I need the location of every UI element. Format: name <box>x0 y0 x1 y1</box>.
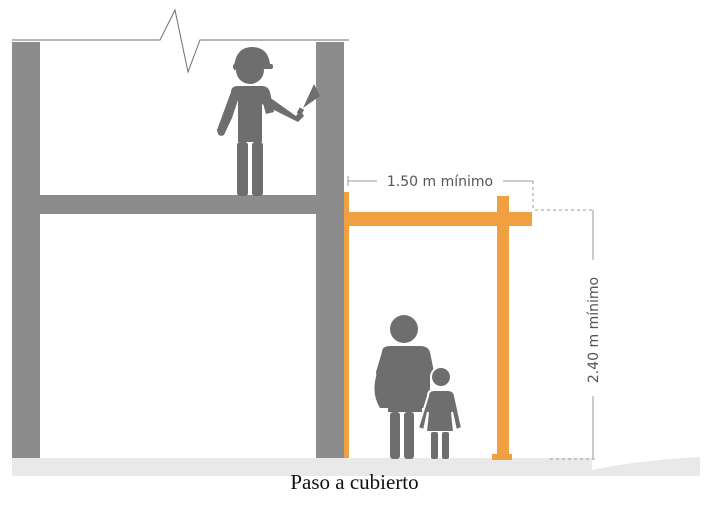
walkway-post-base <box>492 454 512 460</box>
ground-slope <box>592 457 700 476</box>
trowel-icon <box>296 84 320 116</box>
building-structure <box>12 42 344 458</box>
break-line <box>12 8 349 74</box>
width-dimension <box>347 176 534 210</box>
floor-slab <box>40 195 316 214</box>
right-column <box>316 42 344 458</box>
height-dimension <box>535 209 595 460</box>
height-dimension-label: 2.40 m mínimo <box>586 277 602 383</box>
walkway-right-post <box>497 196 509 458</box>
walkway-left-post <box>344 192 349 458</box>
worker-icon <box>217 47 304 196</box>
diagram-caption: Paso a cubierto <box>290 470 419 494</box>
ground <box>12 458 592 476</box>
walkway-beam <box>344 212 532 226</box>
left-column <box>12 42 40 458</box>
covered-walkway-frame <box>344 192 532 460</box>
width-dimension-label: 1.50 m mínimo <box>387 174 493 190</box>
adult-icon <box>374 315 434 459</box>
child-icon <box>416 366 464 459</box>
